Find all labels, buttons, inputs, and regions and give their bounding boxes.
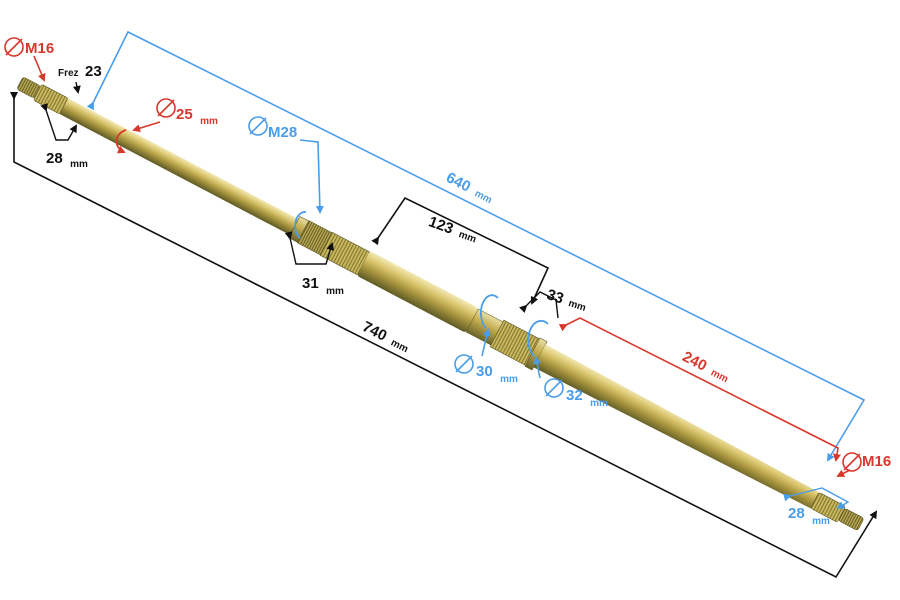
len-33-label: 33 mm <box>545 286 589 315</box>
spline-left-unit: mm <box>70 159 88 170</box>
m28-leader <box>299 139 324 214</box>
dia-30-value: 30 <box>476 363 493 380</box>
dia-30-arc <box>479 294 499 329</box>
dia-25-arrow <box>132 121 161 133</box>
len-740-value: 740 <box>360 318 390 345</box>
m16-left-arrow <box>33 55 46 82</box>
diameter-symbol-25 <box>156 98 176 118</box>
thread-right-label: M16 <box>862 453 891 470</box>
len-33-value: 33 <box>545 286 566 307</box>
dia-32-label: 32 mm <box>566 387 608 409</box>
dia-32-leader <box>533 356 542 379</box>
len-31-value: 31 <box>302 275 319 292</box>
dim-240-line <box>558 317 841 462</box>
dia-25-value: 25 <box>176 106 193 123</box>
len-640-label: 640 mm <box>443 169 496 207</box>
dia-32-arc <box>527 319 549 357</box>
spline-right-value: 28 <box>788 505 805 522</box>
frez-label: Frez 23 <box>58 63 102 80</box>
spline-left-arrows <box>40 103 77 141</box>
dia-25-unit: mm <box>200 116 218 127</box>
dia-25-label: 25 mm <box>176 106 218 127</box>
spline-left-label: 28 mm <box>46 150 88 170</box>
len-240-label: 240 mm <box>680 348 733 386</box>
frez-arrow <box>72 81 81 94</box>
diameter-symbol-m16-left <box>4 37 24 57</box>
len-31-label: 31 mm <box>302 275 344 297</box>
dia-30-label: 30 mm <box>476 363 518 385</box>
dia-30-unit: mm <box>500 374 518 385</box>
m16-right-arrow <box>836 469 851 477</box>
len-123-value: 123 <box>426 213 455 238</box>
dia-32-unit: mm <box>590 398 608 409</box>
len-31-arrows <box>284 231 335 265</box>
spline-right-unit: mm <box>812 516 830 527</box>
shaft <box>17 77 864 530</box>
len-33-arrows <box>518 291 559 319</box>
diameter-symbol-m28 <box>248 116 268 136</box>
dim-123-line <box>371 196 550 305</box>
dim-740-line <box>10 92 878 579</box>
len-240-unit: mm <box>709 367 730 385</box>
spline-left-value: 28 <box>46 150 63 167</box>
diameter-symbol-m16-right <box>842 452 862 472</box>
m28-label: M28 <box>268 124 297 141</box>
diameter-symbol-32 <box>544 378 564 398</box>
shaft-body-right <box>533 344 820 509</box>
dia-30-leader <box>481 328 491 357</box>
thread-left-label: M16 <box>25 40 54 57</box>
diameter-symbol-30 <box>454 354 474 374</box>
len-640-unit: mm <box>473 188 494 206</box>
frez-word: Frez <box>58 68 79 79</box>
spline-right-arrows <box>783 487 850 510</box>
dia-32-value: 32 <box>566 387 583 404</box>
dia-25-arc <box>115 129 127 154</box>
shaft-body-middle <box>357 251 478 332</box>
len-33-unit: mm <box>567 298 587 314</box>
spline-right-label: 28 mm <box>788 505 830 527</box>
dim-640-line <box>86 30 866 462</box>
frez-value: 23 <box>85 63 102 80</box>
len-31-unit: mm <box>326 286 344 297</box>
